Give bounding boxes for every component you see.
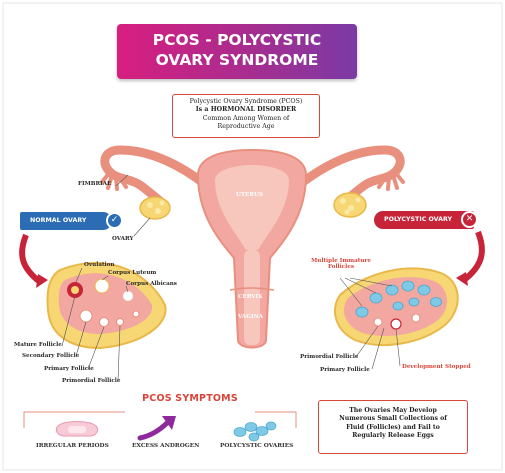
ovulation-label: Ovulation (84, 262, 115, 268)
callout-line2: Is a HORMONAL DISORDER (195, 106, 297, 114)
symptoms-bracket (23, 411, 297, 428)
left-fimbriae (100, 170, 128, 191)
right-curved-arrow (462, 230, 485, 283)
secondary-follicle-label: Secondary Follicle (22, 353, 80, 359)
immature-follicle-cysts (355, 280, 442, 318)
checkmark-icon: ✓ (106, 212, 123, 229)
corpus-luteum (94, 278, 110, 294)
multiple-immature-line2: Follicles (327, 264, 354, 270)
primordial-follicle-label: Primordial Follicle (62, 378, 121, 384)
arrow-up-icon (137, 416, 176, 441)
development-stopped-label: Development Stopped (402, 364, 471, 370)
uterus-cavity (215, 165, 289, 250)
uterus-illustration (100, 145, 405, 349)
polycystic-ovary-badge-label: POLYCYSTIC OVARY (384, 216, 453, 223)
callout-line3: Common Among Women of (202, 114, 290, 122)
corpus-luteum-label: Corpus Luteum (108, 270, 157, 276)
title-line2: OVARY SYNDROME (155, 51, 319, 69)
left-ovary-small (139, 196, 171, 220)
pcos-primary-follicle-label: Primary Follicle (320, 367, 370, 373)
symptom-excess-androgen: EXCESS ANDROGEN (132, 443, 200, 449)
symptoms-title: PCOS SYMPTOMS (142, 393, 238, 404)
fimbriae-label: FIMBRIAE (78, 181, 112, 187)
callout-line4: Reproductive Age (217, 122, 275, 130)
polycystic-ovary-badge: POLYCYSTIC OVARY (374, 211, 474, 229)
title-banner: PCOS - POLYCYSTIC OVARY SYNDROME (117, 24, 357, 79)
symptom-irregular-periods: IRREGULAR PERIODS (36, 443, 109, 449)
note-line4: Regularly Release Eggs (352, 431, 434, 439)
left-curved-arrow (19, 233, 42, 285)
ovary-label: OVARY (112, 236, 134, 242)
right-ovary-small (333, 192, 367, 218)
multiple-immature-follicles-label: Multiple Immature Follicles (306, 258, 376, 270)
multiple-immature-line1: Multiple Immature (311, 258, 371, 264)
cervix-label: CERVIX (238, 294, 263, 300)
primordial-follicle (116, 318, 124, 326)
cysts-icon (233, 421, 277, 442)
title-line1: PCOS - POLYCYSTIC (152, 31, 322, 49)
normal-ovary-badge-label: NORMAL OVARY (30, 217, 87, 224)
corpus-albicans (123, 291, 133, 301)
uterus-label: UTERUS (236, 192, 263, 198)
pad-icon (55, 421, 99, 437)
primary-follicle-label: Primary Follicle (44, 366, 94, 372)
polycystic-ovary-cross-section (334, 267, 459, 346)
corpus-albicans-label: Corpus Albicans (126, 281, 177, 287)
mature-follicle-label: Mature Follicle (14, 342, 62, 348)
secondary-follicle (79, 309, 93, 323)
cross-icon: ✕ (461, 211, 478, 228)
ovary-note-box: The Ovaries May Develop Numerous Small C… (318, 400, 468, 454)
note-line2: Numerous Small Collections of (339, 415, 447, 423)
pcos-primordial-follicle-label: Primordial Follicle (300, 354, 359, 360)
note-line1: The Ovaries May Develop (349, 407, 437, 414)
symptom-polycystic-ovaries: POLYCYSTIC OVARIES (220, 443, 294, 449)
vagina-label: VAGINA (238, 314, 264, 320)
cervical-canal (244, 250, 260, 345)
normal-ovary-badge: NORMAL OVARY (20, 212, 112, 230)
normal-ovary-cross-section (46, 261, 167, 350)
callout-line1: Polycystic Ovary Syndrome (PCOS) (189, 98, 303, 105)
primary-follicle (99, 317, 109, 327)
right-fimbriae (377, 170, 405, 191)
note-line3: Fluid (Follicles) and Fail to (346, 423, 440, 431)
definition-callout: Polycystic Ovary Syndrome (PCOS) Is a HO… (172, 94, 320, 138)
